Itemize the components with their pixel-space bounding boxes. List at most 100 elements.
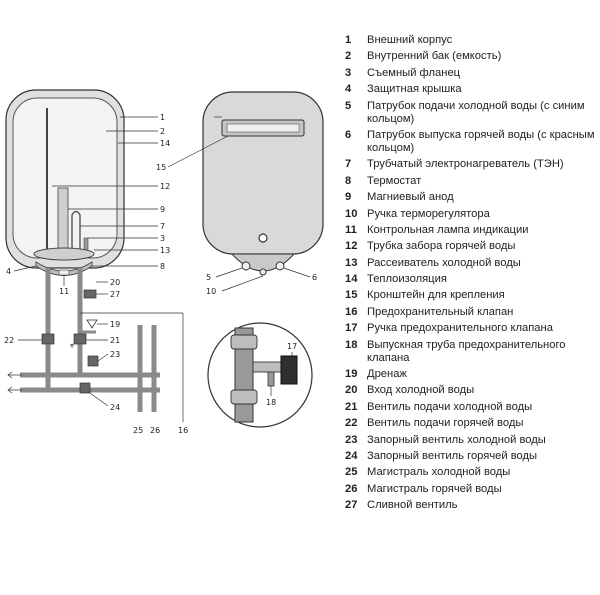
legend-text: Патрубок выпуска горячей воды (с красным… — [367, 128, 595, 154]
legend-text: Магистраль холодной воды — [367, 466, 511, 479]
legend-text: Дренаж — [367, 368, 407, 381]
legend-text: Выпускная труба предохранительного клапа… — [367, 338, 566, 364]
legend-text: Контрольная лампа индикации — [367, 223, 529, 236]
legend-number: 11 — [345, 223, 357, 236]
callout-15: 15 — [156, 163, 166, 172]
legend-number: 6 — [345, 128, 352, 141]
legend-text: Сливной вентиль — [367, 499, 458, 512]
legend-text: Вентиль подачи холодной воды — [367, 400, 533, 413]
legend-text: Внутренний бак (емкость) — [367, 50, 502, 63]
callout-21: 21 — [110, 336, 120, 345]
anode-shape — [57, 187, 69, 255]
callout-13: 13 — [160, 246, 170, 255]
legend-item: 10 Ручка терморегулятора — [345, 208, 595, 221]
exterior-body-shape — [202, 91, 324, 255]
legend-text: Вход холодной воды — [367, 384, 475, 397]
legend-item: 12 Трубка забора горячей воды — [345, 240, 595, 253]
legend-item: 15 Кронштейн для крепления — [345, 289, 595, 302]
legend-number: 8 — [345, 174, 352, 187]
cross-section-view — [5, 89, 184, 422]
callout-11: 11 — [59, 287, 69, 296]
callout-7: 7 — [160, 222, 165, 231]
callout-16: 16 — [178, 426, 188, 435]
legend-item: 16 Предохранительный клапан — [345, 306, 595, 319]
legend-item: 23 Запорный вентиль холодной воды — [345, 434, 595, 447]
legend-number: 23 — [345, 433, 358, 446]
legend-number: 14 — [345, 273, 358, 286]
legend-item: 17 Ручка предохранительного клапана — [345, 322, 595, 335]
legend-text: Магистраль горячей воды — [367, 482, 502, 495]
legend-item: 3 Съемный фланец — [345, 67, 595, 80]
legend-number: 21 — [345, 400, 358, 413]
legend-number: 17 — [345, 322, 358, 335]
legend-text: Ручка терморегулятора — [367, 207, 490, 220]
legend-text: Защитная крышка — [367, 83, 462, 96]
valve-detail-view — [207, 322, 313, 428]
legend-number: 16 — [345, 305, 358, 318]
callout-23: 23 — [110, 350, 120, 359]
legend-number: 1 — [345, 34, 352, 46]
legend-item: 19 Дренаж — [345, 368, 595, 381]
legend-text: Ручка предохранительного клапана — [367, 322, 553, 335]
legend-item: 24 Запорный вентиль горячей воды — [345, 450, 595, 463]
legend-text: Термостат — [367, 174, 422, 187]
callout-4: 4 — [6, 267, 11, 276]
legend-text: Съемный фланец — [367, 66, 461, 79]
callout-10: 10 — [206, 287, 216, 296]
callout-25: 25 — [133, 426, 143, 435]
callout-17: 17 — [287, 342, 297, 351]
legend-number: 12 — [345, 240, 358, 253]
legend-number: 26 — [345, 482, 358, 495]
legend-number: 3 — [345, 66, 352, 79]
legend-item: 14 Теплоизоляция — [345, 273, 595, 286]
piping — [7, 268, 160, 412]
callout-26: 26 — [150, 426, 160, 435]
legend-text: Патрубок подачи холодной воды (с синим к… — [367, 99, 585, 125]
legend-text: Кронштейн для крепления — [367, 289, 505, 302]
callout-9: 9 — [160, 205, 165, 214]
legend-text: Трубчатый электронагреватель (ТЭН) — [367, 158, 564, 171]
legend-text: Рассеиватель холодной воды — [367, 256, 521, 269]
legend-number: 4 — [345, 83, 352, 96]
water-heater-diagram: 1 2 14 15 12 9 7 3 13 4 11 8 5 6 10 20 2… — [4, 89, 324, 435]
legend-text: Вентиль подачи горячей воды — [367, 417, 524, 430]
legend-item: 25 Магистраль холодной воды — [345, 466, 595, 479]
callout-12: 12 — [160, 182, 170, 191]
legend-item: 6 Патрубок выпуска горячей воды (с красны… — [345, 129, 595, 155]
legend-text: Запорный вентиль горячей воды — [367, 449, 538, 462]
legend-number: 18 — [345, 338, 358, 351]
callout-2: 2 — [160, 127, 165, 136]
callout-20: 20 — [110, 278, 120, 287]
legend-number: 10 — [345, 207, 358, 220]
callout-5: 5 — [206, 273, 211, 282]
legend-number: 15 — [345, 289, 358, 302]
legend-number: 13 — [345, 256, 358, 269]
callout-1: 1 — [160, 113, 165, 122]
exterior-view — [167, 91, 324, 292]
callout-22: 22 — [4, 336, 14, 345]
legend-item: 11 Контрольная лампа индикации — [345, 224, 595, 237]
legend-text: Предохранительный клапан — [367, 305, 514, 318]
legend-number: 19 — [345, 368, 358, 381]
legend-item: 8 Термостат — [345, 175, 595, 188]
indicator-lamp-shape — [58, 269, 70, 276]
legend-text: Трубка забора горячей воды — [367, 240, 516, 253]
legend-number: 9 — [345, 191, 352, 204]
legend-number: 25 — [345, 466, 358, 479]
legend-text: Теплоизоляция — [367, 273, 447, 286]
callout-6: 6 — [312, 273, 317, 282]
callout-3: 3 — [160, 234, 165, 243]
legend-item: 18 Выпускная труба предохранительного кла… — [345, 339, 595, 365]
legend-number: 24 — [345, 449, 358, 462]
callout-18: 18 — [266, 398, 276, 407]
callout-27: 27 — [110, 290, 120, 299]
legend-text: Запорный вентиль холодной воды — [367, 433, 546, 446]
legend-item: 26 Магистраль горячей воды — [345, 483, 595, 496]
